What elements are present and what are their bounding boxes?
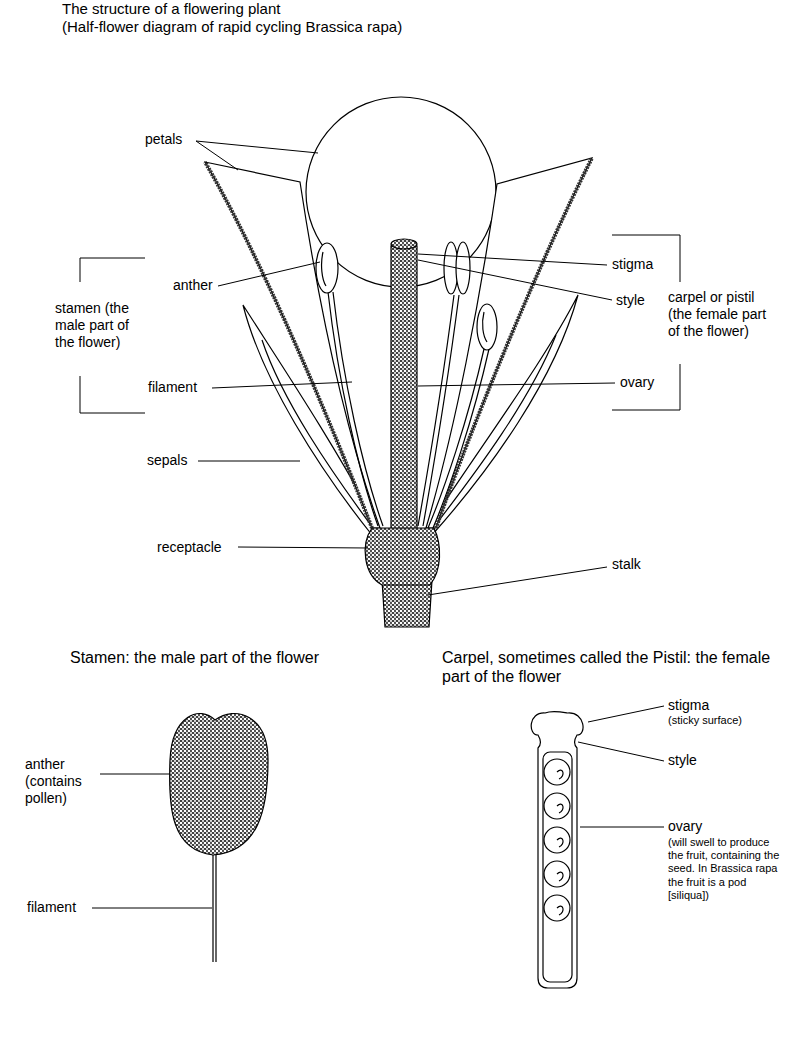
- section-heading: Carpel, sometimes called the Pistil: the…: [442, 648, 782, 686]
- part-label: ovary: [668, 818, 702, 835]
- part-label: stigma: [668, 697, 709, 714]
- part-label: stigma: [612, 256, 653, 273]
- stamen-illustration: [170, 713, 268, 962]
- part-label: sepals: [147, 452, 187, 469]
- group-label: carpel or pistil (the female part of the…: [668, 289, 778, 339]
- note-label: (sticky surface): [668, 714, 742, 727]
- part-label: anther: [173, 277, 213, 294]
- part-label: filament: [27, 899, 76, 916]
- part-label: stalk: [612, 556, 641, 573]
- subtitle: (Half-flower diagram of rapid cycling Br…: [62, 18, 402, 36]
- part-label: filament: [148, 379, 197, 396]
- half-flower: [205, 97, 592, 627]
- section-heading: Stamen: the male part of the flower: [70, 648, 319, 667]
- part-label: petals: [145, 131, 182, 148]
- group-label: stamen (the male part of the flower): [55, 300, 147, 350]
- part-label: style: [616, 292, 645, 309]
- part-label: ovary: [620, 374, 654, 391]
- note-label: (will swell to produce the fruit, contai…: [668, 836, 780, 902]
- part-label: style: [668, 752, 697, 769]
- leader-lines: [80, 141, 680, 908]
- diagram-title: The structure of a flowering plant: [62, 0, 280, 18]
- carpel-illustration: [531, 711, 583, 988]
- part-label: receptacle: [157, 539, 222, 556]
- part-label: anther (contains pollen): [25, 756, 110, 806]
